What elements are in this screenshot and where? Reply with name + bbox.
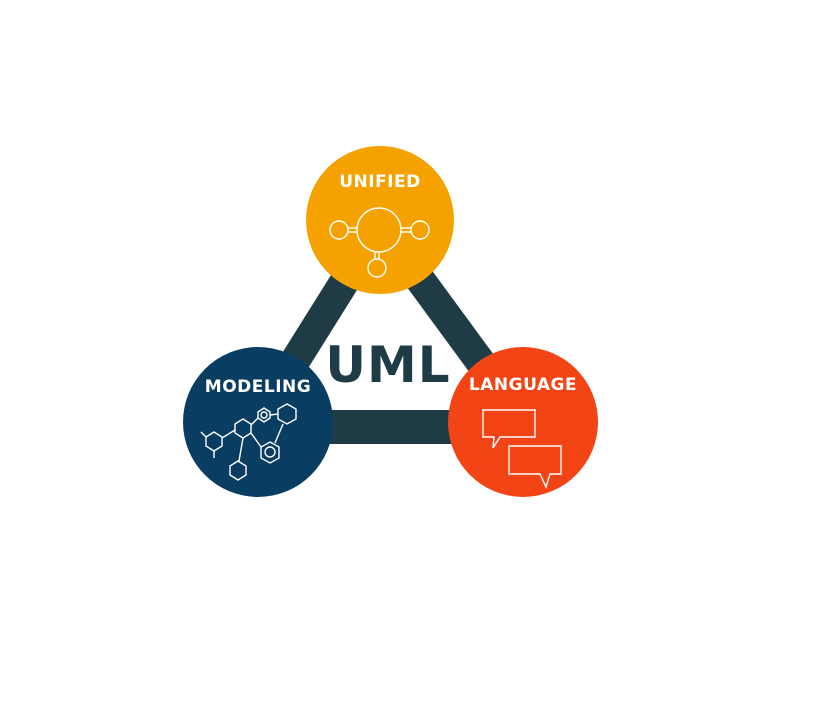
unified-circle xyxy=(306,146,454,294)
language-node: LANGUAGE xyxy=(448,347,598,497)
unified-node: UNIFIED xyxy=(306,146,454,294)
modeling-circle xyxy=(183,347,333,497)
speech-bubbles-icon xyxy=(482,409,562,489)
unified-label: UNIFIED xyxy=(339,172,421,192)
molecule-structure-icon xyxy=(200,403,297,481)
center-title: UML xyxy=(325,336,450,394)
network-node-icon xyxy=(329,207,430,278)
modeling-node: MODELING xyxy=(183,347,333,497)
language-label: LANGUAGE xyxy=(469,375,577,395)
modeling-label: MODELING xyxy=(205,377,311,397)
